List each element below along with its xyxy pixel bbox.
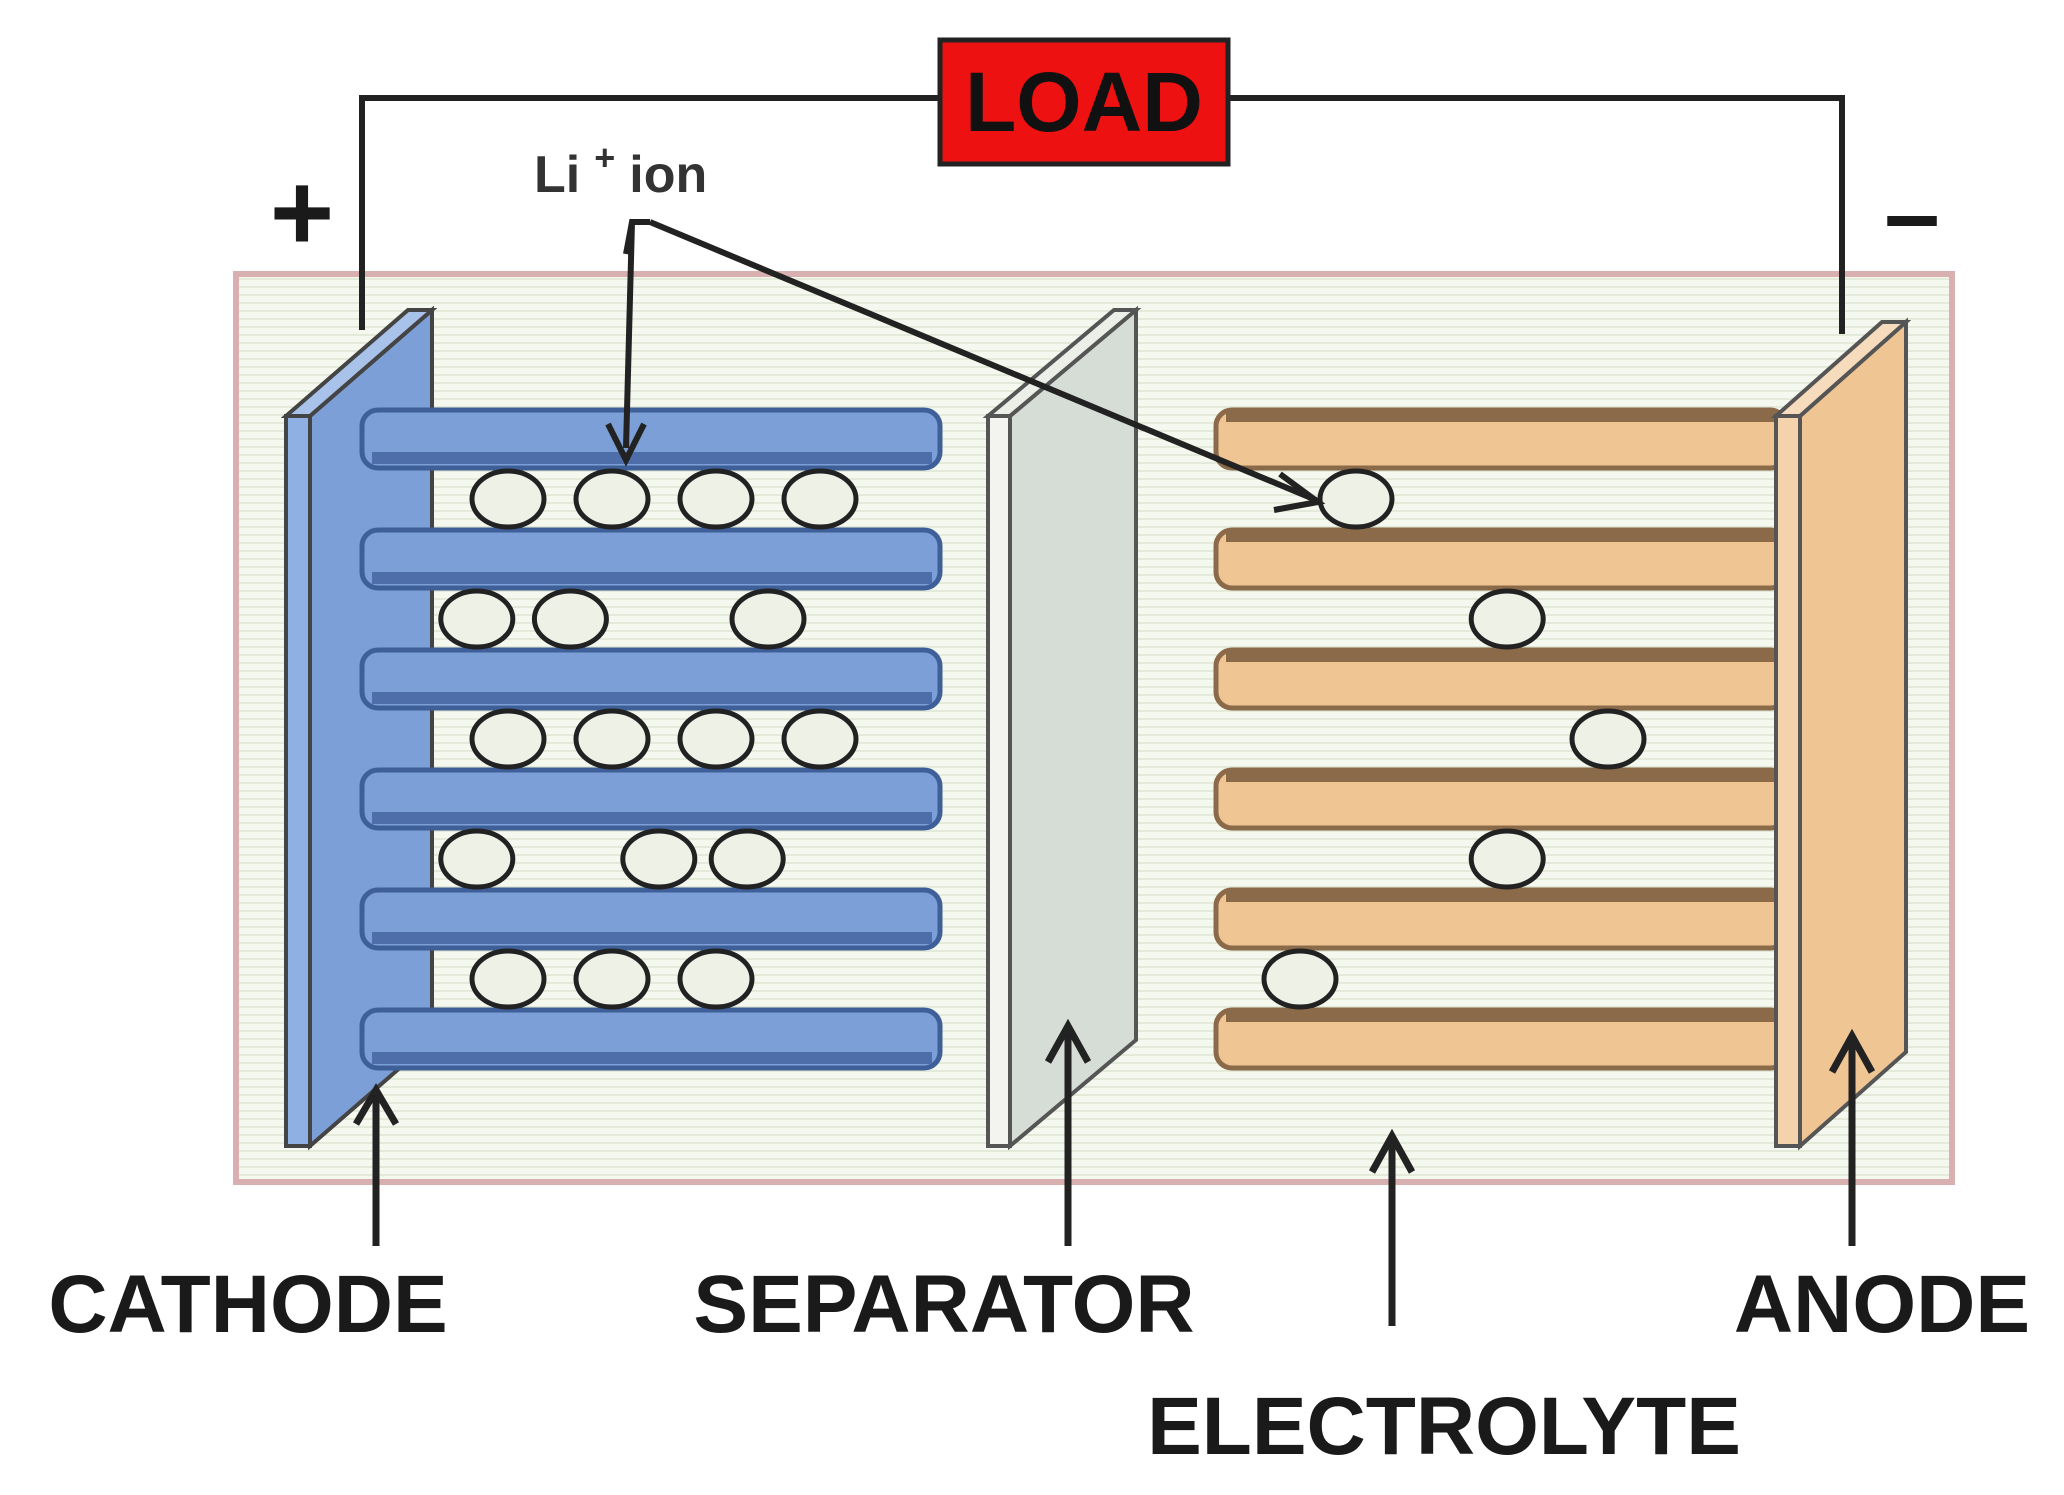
lithium-ion <box>438 588 516 650</box>
lithium-ion <box>573 948 651 1010</box>
lithium-ion <box>781 708 859 770</box>
circuit-wire <box>359 95 940 330</box>
cathode-fin-shade <box>372 812 932 824</box>
anode-fin-shade <box>1226 530 1778 542</box>
ion-pointer-arrows <box>605 219 1326 513</box>
lithium-ion <box>469 948 547 1010</box>
lithium-ion <box>469 708 547 770</box>
lithium-ion <box>677 468 755 530</box>
lithium-ion <box>781 468 859 530</box>
anode-fin-shade <box>1226 410 1778 422</box>
separator-plate <box>982 305 1142 1151</box>
anode-fin-shade <box>1226 890 1778 902</box>
anode-fin-shade <box>1226 650 1778 662</box>
lithium-ion <box>1569 708 1647 770</box>
separator-label: SEPARATOR <box>693 1259 1194 1350</box>
lithium-ion <box>1468 588 1546 650</box>
negative-terminal: – <box>1884 158 1940 270</box>
lithium-ion <box>531 588 609 650</box>
lithium-ion <box>469 468 547 530</box>
component-arrows <box>352 1018 1876 1326</box>
cathode-fin-shade <box>372 1052 932 1064</box>
load-label: LOAD <box>965 55 1203 149</box>
positive-terminal: + <box>270 151 334 274</box>
lithium-ions <box>438 468 1647 1010</box>
electrolyte-label: ELECTROLYTE <box>1147 1381 1741 1472</box>
load-box <box>937 37 1231 167</box>
lithium-ion <box>1261 948 1339 1010</box>
lithium-ion <box>573 708 651 770</box>
lithium-ion <box>1317 468 1395 530</box>
lithium-ion <box>1468 828 1546 890</box>
cathode-label: CATHODE <box>48 1259 447 1350</box>
ion-label: Li+ion <box>534 137 707 204</box>
lithium-ion <box>573 468 651 530</box>
lithium-ion <box>677 708 755 770</box>
cathode-fin-shade <box>372 572 932 584</box>
cathode-fin-shade <box>372 692 932 704</box>
lithium-ion <box>729 588 807 650</box>
lithium-ion <box>677 948 755 1010</box>
lithium-ion <box>708 828 786 890</box>
anode-fin-shade <box>1226 770 1778 782</box>
cathode-fin-shade <box>372 452 932 464</box>
anode-plate <box>1770 317 1912 1151</box>
anode-fins <box>1213 407 1789 1071</box>
lithium-ion <box>620 828 698 890</box>
lithium-ion <box>438 828 516 890</box>
cathode-fin-shade <box>372 932 932 944</box>
circuit-wire-right <box>1228 95 1845 334</box>
anode-fin-shade <box>1226 1010 1778 1022</box>
cathode-fins <box>359 407 943 1071</box>
anode-label: ANODE <box>1734 1259 2030 1350</box>
